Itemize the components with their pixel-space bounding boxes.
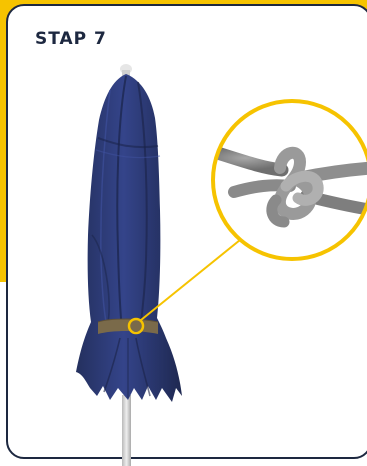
knot-detail-callout — [208, 101, 367, 259]
closed-parasol-icon — [76, 74, 182, 402]
parasol-pole — [122, 395, 131, 466]
